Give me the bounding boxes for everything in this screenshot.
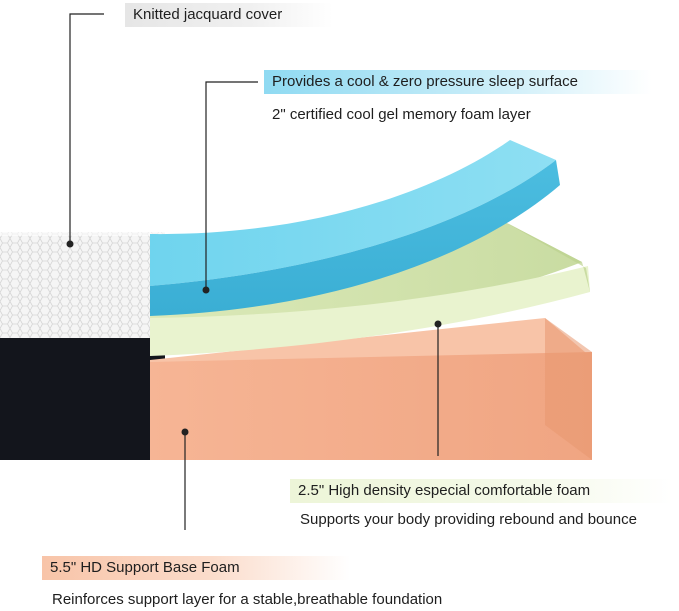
gel-title: Provides a cool & zero pressure sleep su…: [272, 73, 578, 90]
leader-cover: [69, 13, 104, 244]
base-foam-front: [150, 352, 592, 460]
dot-comfort: [434, 320, 442, 328]
gel-label: Provides a cool & zero pressure sleep su…: [264, 70, 652, 94]
comfort-foam-front: [150, 266, 590, 356]
gel-subtitle: 2" certified cool gel memory foam layer: [272, 106, 531, 123]
gel-foam-front: [150, 160, 560, 316]
base-subtitle: Reinforces support layer for a stable,br…: [52, 591, 443, 608]
comfort-title: 2.5" High density especial comfortable f…: [298, 482, 591, 499]
base-label: 5.5" HD Support Base Foam: [42, 556, 350, 580]
cover-title: Knitted jacquard cover: [133, 6, 283, 23]
base-title: 5.5" HD Support Base Foam: [50, 559, 240, 576]
cover-black-side: [0, 338, 165, 460]
knitted-cover: [0, 232, 165, 340]
dot-gel: [202, 286, 210, 294]
cover-label: Knitted jacquard cover: [125, 3, 333, 27]
leader-dots: [66, 240, 442, 436]
leader-lines: [69, 13, 439, 530]
dot-base: [181, 428, 189, 436]
gel-foam-layer: [150, 140, 560, 316]
leader-gel: [205, 81, 258, 290]
dot-cover: [66, 240, 74, 248]
gel-foam-top: [150, 140, 556, 286]
base-foam-block: [150, 318, 592, 460]
cover-block: [0, 232, 165, 460]
comfort-label: 2.5" High density especial comfortable f…: [290, 479, 673, 503]
comfort-subtitle: Supports your body providing rebound and…: [300, 511, 637, 528]
